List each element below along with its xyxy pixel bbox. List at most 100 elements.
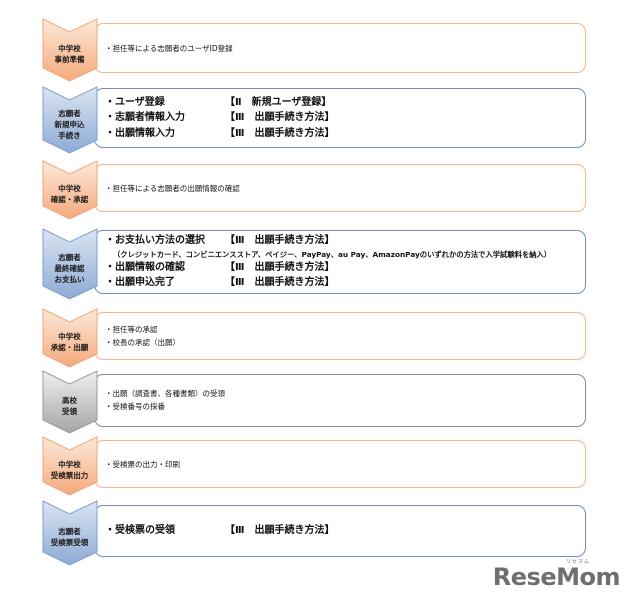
- step-item: ・校長の承認（出願）: [105, 336, 579, 349]
- step-item-text: ・出願情報の確認: [105, 261, 185, 273]
- chevron-arrow-shape: [42, 86, 98, 154]
- step-item: （クレジットカード、コンビニエンスストア、ペイジー、PayPay、au Pay、…: [105, 249, 579, 260]
- step-actor-label-line: 中学校: [58, 184, 81, 193]
- step-item-text: ・担任等による志願者の出願情報の確認: [105, 183, 240, 193]
- step-chevron: 志願者最終確認お支払い: [42, 228, 102, 300]
- step-content-box: ・受検票の受領 【Ⅲ 出願手続き方法】: [94, 505, 586, 557]
- step-actor-label-line: 中学校: [58, 44, 81, 53]
- step-item: ・出願情報の確認 【Ⅲ 出願手続き方法】: [105, 260, 579, 276]
- step-content-box: ・出願（調査書、各種書類）の受領・受検番号の採番: [94, 373, 586, 427]
- step-item-text: ・お支払い方法の選択: [105, 235, 205, 247]
- flow-step: ・出願（調査書、各種書類）の受領・受検番号の採番高校受領: [0, 370, 640, 434]
- step-item: ・お支払い方法の選択 【Ⅲ 出願手続き方法】: [105, 233, 579, 249]
- step-actor-label: 中学校承認・出願: [42, 331, 97, 353]
- step-item-text: ・志願者情報入力: [105, 112, 185, 124]
- step-item-reference: 【Ⅲ 出願手続き方法】: [225, 235, 335, 247]
- step-actor-label-line: 受検票出力: [50, 471, 89, 480]
- step-item-text: ・担任等による志願者のユーザID登録: [105, 43, 233, 53]
- step-actor-label-line: 受領: [62, 407, 77, 416]
- step-chevron: 中学校承認・出願: [42, 308, 102, 368]
- step-actor-label: 中学校事前準備: [42, 43, 97, 65]
- step-item-text: （クレジットカード、コンビニエンスストア、ペイジー、PayPay、au Pay、…: [113, 249, 552, 259]
- chevron-path: [42, 370, 98, 434]
- step-actor-label: 志願者新規申込手続き: [42, 108, 97, 141]
- flow-step: ・受検票の出力・印刷中学校受検票出力: [0, 436, 640, 496]
- step-item-reference: 【Ⅲ 出願手続き方法】: [225, 525, 335, 537]
- chevron-path: [42, 308, 98, 368]
- step-item: ・担任等による志願者の出願情報の確認: [105, 182, 579, 195]
- step-chevron: 中学校受検票出力: [42, 436, 102, 496]
- step-actor-label-line: 志願者: [58, 108, 81, 118]
- step-content-box: ・お支払い方法の選択【Ⅲ 出願手続き方法】（クレジットカード、コンビニエンススト…: [94, 230, 586, 294]
- step-item: ・出願（調査書、各種書類）の受領: [105, 387, 579, 400]
- step-item: ・受検票の受領 【Ⅲ 出願手続き方法】: [105, 523, 579, 539]
- chevron-path: [42, 436, 98, 496]
- flow-step: ・受検票の受領 【Ⅲ 出願手続き方法】 志願者受検票受領: [0, 500, 640, 566]
- step-item-text: ・受検票の出力・印刷: [105, 459, 180, 469]
- chevron-path: [42, 18, 98, 82]
- step-item-reference: 【Ⅱ 新規ユーザ登録】: [225, 96, 332, 108]
- step-chevron: 中学校確認・承認: [42, 160, 102, 220]
- step-actor-label-line: 中学校: [58, 460, 81, 469]
- step-item-text: ・受検番号の採番: [105, 402, 165, 411]
- chevron-path: [42, 86, 98, 154]
- chevron-arrow-shape: [42, 370, 98, 434]
- chevron-path: [42, 500, 98, 566]
- flow-step: ・担任等による志願者のユーザID登録中学校事前準備: [0, 18, 640, 82]
- step-actor-label-line: 事前準備: [54, 55, 85, 64]
- chevron-arrow-shape: [42, 160, 98, 220]
- step-item-reference: 【Ⅲ 出願手続き方法】: [225, 112, 335, 124]
- chevron-arrow-shape: [42, 500, 98, 566]
- step-item: ・担任等による志願者のユーザID登録: [105, 42, 579, 55]
- step-actor-label-line: 新規申込: [54, 119, 85, 129]
- step-item: ・ユーザ登録 【Ⅱ 新規ユーザ登録】: [105, 95, 579, 111]
- step-content-box: ・担任等による志願者のユーザID登録: [94, 23, 586, 73]
- step-item: ・担任等の承認: [105, 323, 579, 336]
- step-item-reference: 【Ⅲ 出願手続き方法】: [225, 261, 335, 273]
- step-actor-label-line: 手続き: [58, 130, 81, 140]
- flow-step: ・ユーザ登録【Ⅱ 新規ユーザ登録】・志願者情報入力【Ⅲ 出願手続き方法】・出願情…: [0, 86, 640, 154]
- chevron-arrow-shape: [42, 228, 98, 300]
- step-item-reference: 【Ⅲ 出願手続き方法】: [225, 127, 335, 139]
- step-actor-label: 中学校受検票出力: [42, 459, 97, 481]
- step-item: ・出願申込完了【Ⅲ 出願手続き方法】: [105, 275, 579, 291]
- step-actor-label: 志願者最終確認お支払い: [42, 252, 97, 285]
- step-item: ・受検番号の採番: [105, 400, 579, 413]
- step-content-box: ・担任等の承認・校長の承認（出願）: [94, 312, 586, 360]
- step-item: ・志願者情報入力 【Ⅲ 出願手続き方法】: [105, 110, 579, 126]
- step-actor-label-line: 中学校: [58, 332, 81, 341]
- chevron-path: [42, 160, 98, 220]
- chevron-arrow-shape: [42, 308, 98, 368]
- logo-ruby: リセマム: [565, 559, 590, 565]
- chevron-path: [42, 228, 98, 300]
- step-item-text: ・出願情報入力: [105, 127, 175, 139]
- flow-step: ・担任等による志願者の出願情報の確認中学校確認・承認: [0, 160, 640, 220]
- step-item-text: ・ユーザ登録: [105, 96, 165, 108]
- step-item-text: ・出願申込完了: [105, 277, 175, 289]
- step-chevron: 高校受領: [42, 370, 102, 434]
- step-item-text: ・出願（調査書、各種書類）の受領: [105, 389, 225, 398]
- step-content-box: ・受検票の出力・印刷: [94, 440, 586, 488]
- step-actor-label-line: 受検票受領: [50, 538, 89, 547]
- step-content-box: ・担任等による志願者の出願情報の確認: [94, 164, 586, 212]
- step-item-text: ・校長の承認（出願）: [105, 338, 180, 347]
- step-actor-label: 志願者受検票受領: [42, 526, 97, 548]
- step-chevron: 中学校事前準備: [42, 18, 102, 82]
- step-actor-label-line: 志願者: [58, 527, 81, 536]
- flow-step: ・担任等の承認・校長の承認（出願）中学校承認・出願: [0, 308, 640, 368]
- step-actor-label-line: 高校: [62, 396, 77, 405]
- step-item-text: ・受検票の受領: [105, 525, 175, 537]
- step-actor-label: 高校受領: [42, 395, 97, 417]
- step-chevron: 志願者新規申込手続き: [42, 86, 102, 154]
- step-actor-label-line: 最終確認: [54, 263, 85, 273]
- step-content-box: ・ユーザ登録【Ⅱ 新規ユーザ登録】・志願者情報入力【Ⅲ 出願手続き方法】・出願情…: [94, 88, 586, 148]
- step-actor-label-line: 承認・出願: [50, 343, 89, 352]
- resemom-logo: リセマム ReseMom: [492, 559, 621, 591]
- step-item: ・受検票の出力・印刷: [105, 458, 579, 471]
- step-actor-label-line: 確認・承認: [50, 195, 89, 204]
- logo-text: ReseMom: [492, 563, 621, 591]
- step-item: ・出願情報入力 【Ⅲ 出願手続き方法】: [105, 126, 579, 142]
- step-actor-label: 中学校確認・承認: [42, 183, 97, 205]
- chevron-arrow-shape: [42, 436, 98, 496]
